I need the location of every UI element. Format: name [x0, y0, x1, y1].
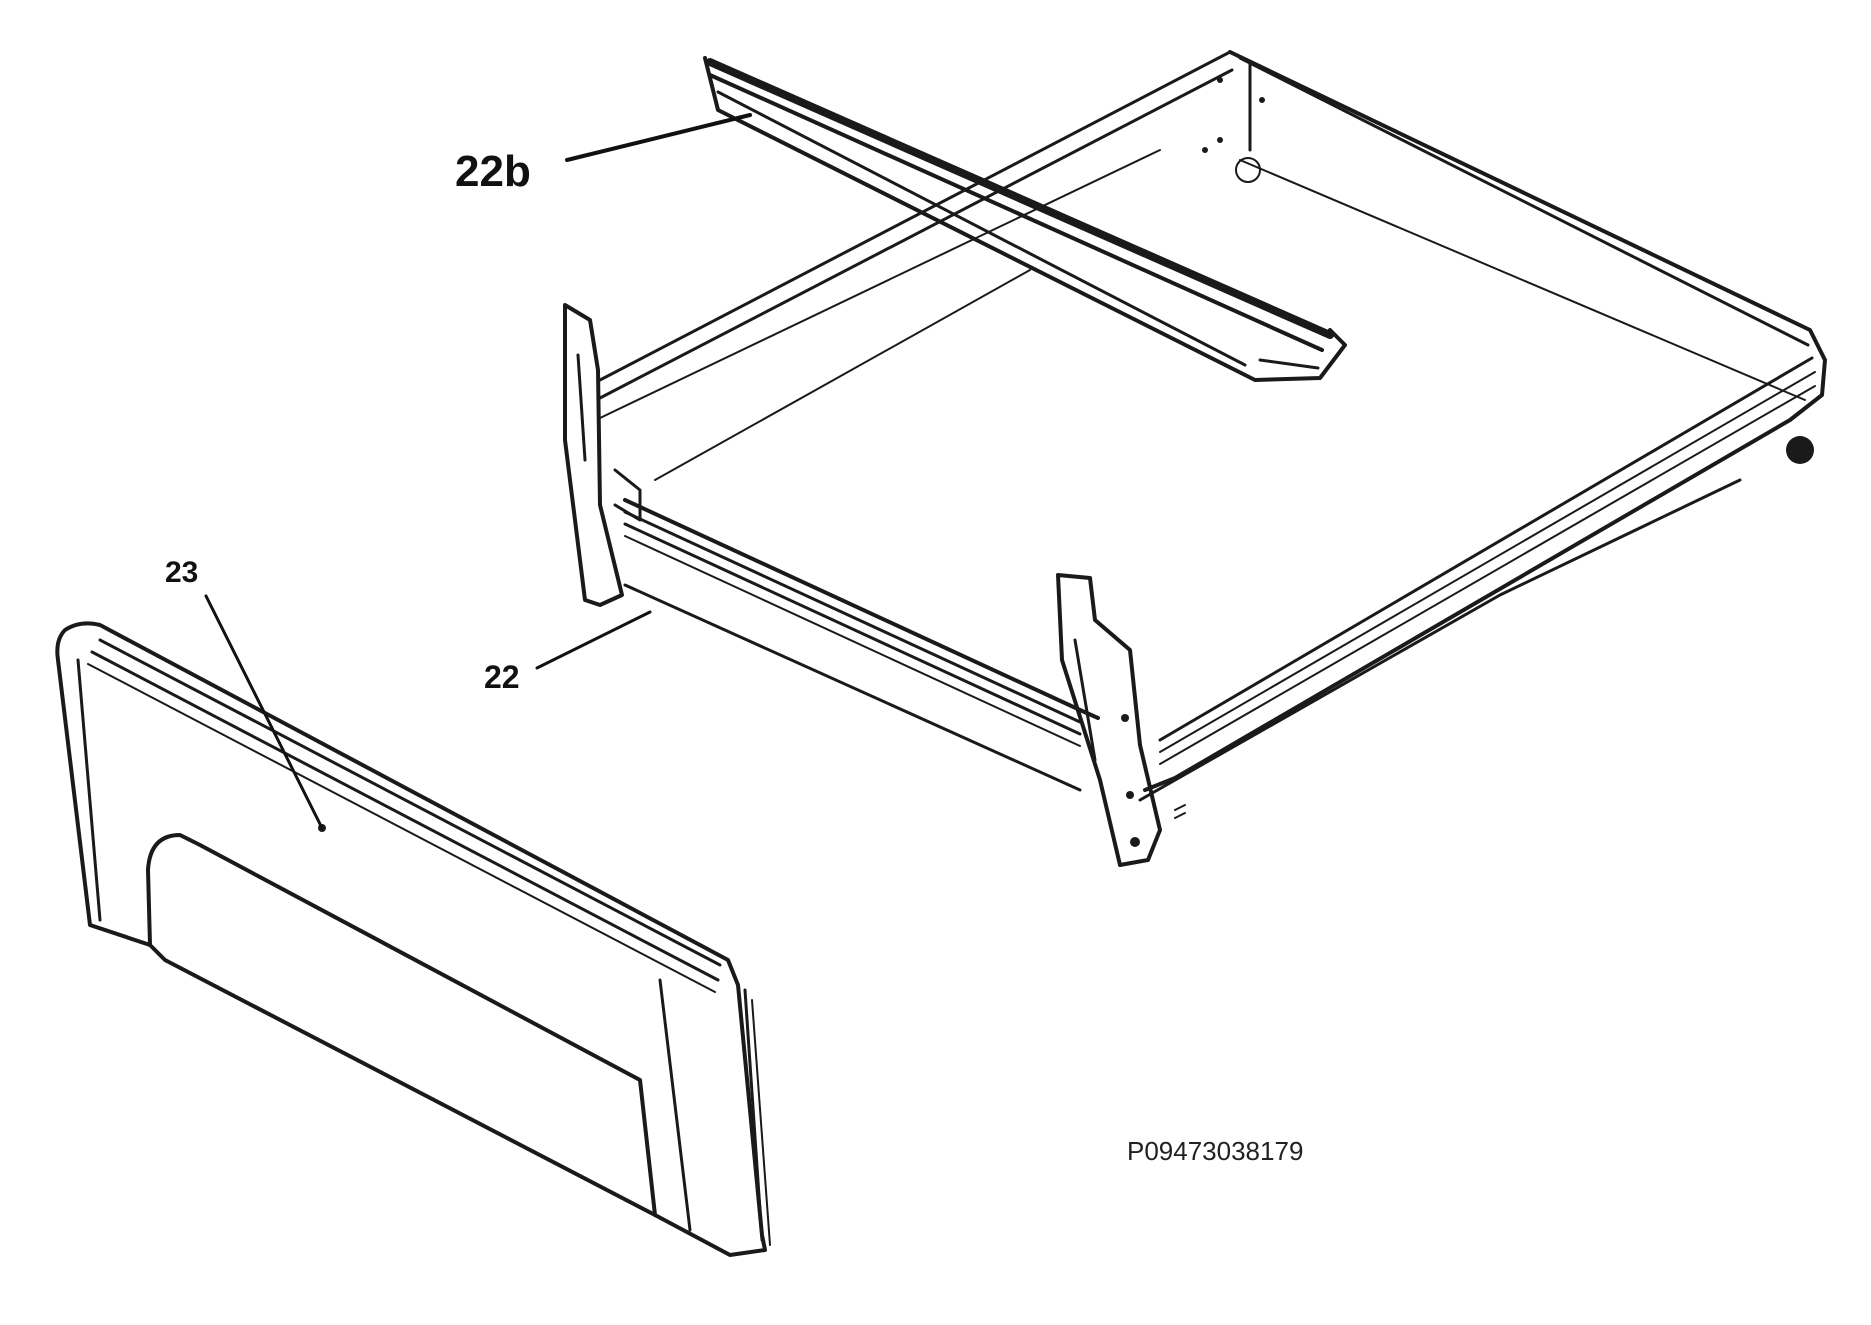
right-bracket: [1056, 573, 1186, 867]
leader-rail: [565, 113, 752, 162]
drawer-tray: [598, 50, 1827, 802]
leader-front-panel: [204, 594, 324, 830]
knob-icon: [1786, 436, 1814, 464]
leader-drawer: [535, 610, 652, 670]
callout-drawer: 22: [484, 659, 520, 695]
left-bracket: [563, 303, 642, 607]
rail-bar: [703, 56, 1347, 382]
callout-rail: 22b: [455, 147, 531, 196]
drawing-code: P09473038179: [1127, 1136, 1303, 1166]
front-panel: [55, 621, 771, 1257]
callout-front-panel: 23: [165, 556, 198, 589]
